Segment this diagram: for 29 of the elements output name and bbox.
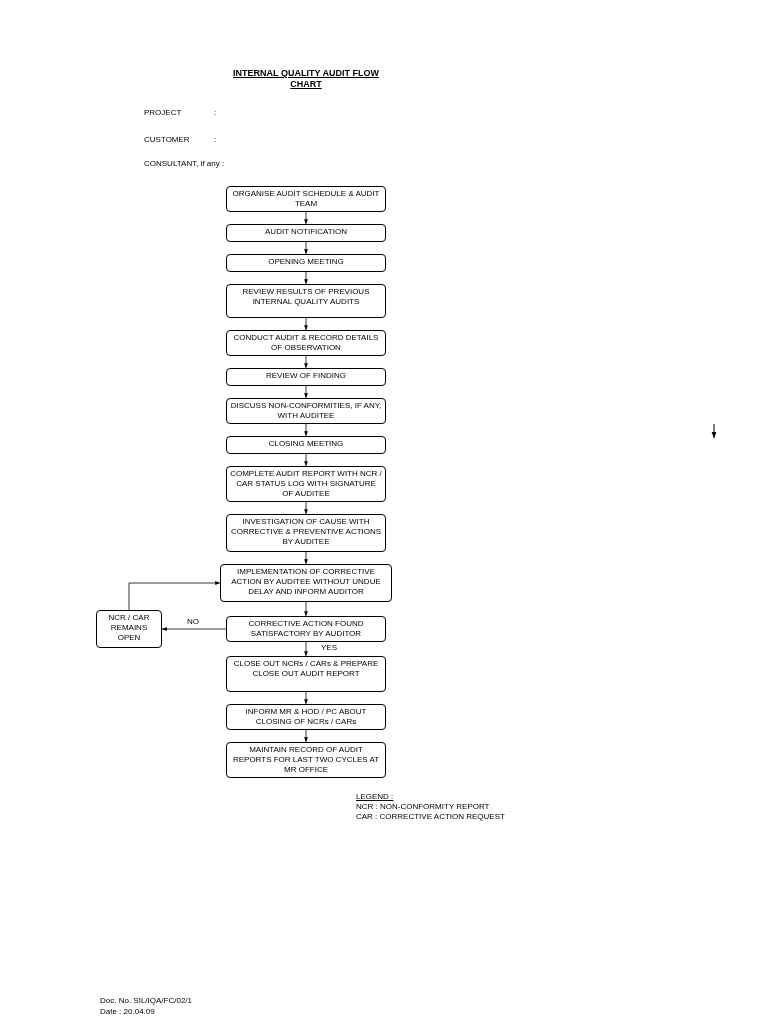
label-text: :: [214, 135, 217, 145]
title: INTERNAL QUALITY AUDIT FLOW CHART: [232, 68, 380, 90]
process-box: DISCUSS NON-CONFORMITIES, IF ANY, WITH AUDITEE: [226, 398, 386, 424]
label-text: CONSULTANT, if any :: [144, 159, 225, 169]
process-box: CORRECTIVE ACTION FOUND SATISFACTORY BY AUDITOR: [226, 616, 386, 642]
process-box: NCR / CAR REMAINS OPEN: [96, 610, 162, 648]
process-box: REVIEW OF FINDING: [226, 368, 386, 386]
edge-label: YES: [320, 643, 338, 653]
process-box: CLOSE OUT NCRs / CARs & PREPARE CLOSE OUT AUDIT REPORT: [226, 656, 386, 692]
process-box: MAINTAIN RECORD OF AUDIT REPORTS FOR LAST TWO CYCLES AT MR OFFICE: [226, 742, 386, 778]
process-box: OPENING MEETING: [226, 254, 386, 272]
label-text: CUSTOMER: [144, 135, 190, 145]
process-box: COMPLETE AUDIT REPORT WITH NCR / CAR STATUS LOG WITH SIGNATURE OF AUDITEE: [226, 466, 386, 502]
process-box: REVIEW RESULTS OF PREVIOUS INTERNAL QUALITY AUDITS: [226, 284, 386, 318]
label-text: :: [214, 108, 217, 118]
process-box: ORGANISE AUDIT SCHEDULE & AUDIT TEAM: [226, 186, 386, 212]
label-text: PROJECT: [144, 108, 182, 118]
process-box: CLOSING MEETING: [226, 436, 386, 454]
label-text: CAR : CORRECTIVE ACTION REQUEST: [356, 812, 505, 822]
edge-label: NO: [186, 617, 200, 627]
label-text: Doc. No. SIL/IQA/FC/02/1: [100, 996, 193, 1006]
process-box: INVESTIGATION OF CAUSE WITH CORRECTIVE & PREVENTIVE ACTIONS BY AUDITEE: [226, 514, 386, 552]
process-box: AUDIT NOTIFICATION: [226, 224, 386, 242]
label-text: LEGEND :: [356, 792, 394, 802]
label-text: NCR : NON-CONFORMITY REPORT: [356, 802, 490, 812]
process-box: CONDUCT AUDIT & RECORD DETAILS OF OBSERVATION: [226, 330, 386, 356]
label-text: Date : 20.04.09: [100, 1007, 155, 1017]
process-box: INFORM MR & HOD / PC ABOUT CLOSING OF NCRs / CARs: [226, 704, 386, 730]
process-box: IMPLEMENTATION OF CORRECTIVE ACTION BY AUDITEE WITHOUT UNDUE DELAY AND INFORM AUDITOR: [220, 564, 392, 602]
